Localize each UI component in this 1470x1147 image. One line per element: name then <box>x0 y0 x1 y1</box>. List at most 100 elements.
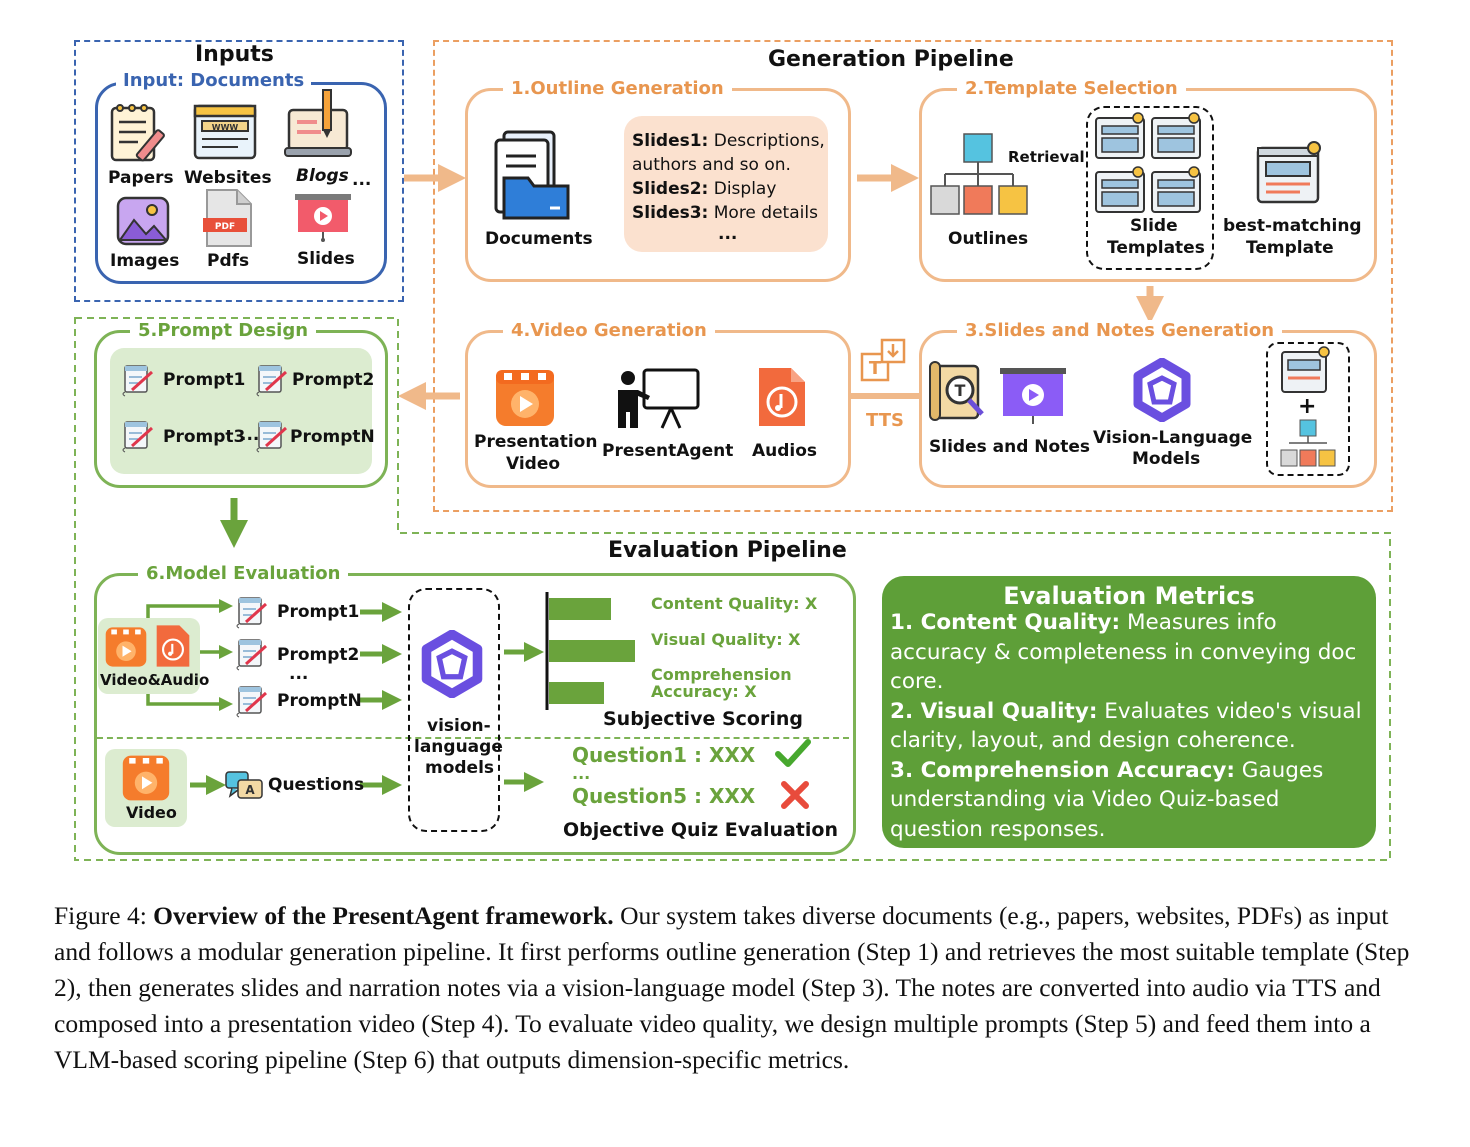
input-label-websites: Websites <box>184 168 272 188</box>
image-icon <box>116 196 170 246</box>
outline-slide-line-2: authors and so on. <box>632 155 791 175</box>
outline-dots: ... <box>718 224 738 244</box>
inputs-region <box>74 40 404 302</box>
outline-slide-line-1: Slides1: Descriptions, <box>632 131 825 151</box>
prompt-icon <box>236 596 268 630</box>
step6-label: 6.Model Evaluation <box>138 563 349 584</box>
audio-file-icon <box>759 368 805 426</box>
template-outline-input-group <box>1266 342 1350 476</box>
vlm-logo-icon <box>1133 358 1191 422</box>
slide-play-icon <box>1000 368 1066 424</box>
prompt-icon <box>256 420 288 454</box>
vlm-evaluator-group <box>408 588 500 832</box>
video-audio-label: Video&Audio <box>100 671 210 689</box>
step4-label: 4.Video Generation <box>503 320 715 341</box>
presentation-video-icon <box>496 370 554 426</box>
inputs-subtitle: Input: Documents <box>116 70 312 91</box>
slide-templates-label-2: Templates <box>1107 238 1205 258</box>
outline-tree-icon <box>930 133 1028 215</box>
tts-label: TTS <box>866 410 904 431</box>
metrics-title: Evaluation Metrics <box>1003 582 1255 610</box>
slides-and-notes-label: Slides and Notes <box>929 437 1090 457</box>
best-matching-label-1: best-matching <box>1223 216 1362 236</box>
svg-text:A: A <box>245 783 255 797</box>
documents-label: Documents <box>485 229 593 249</box>
outline-slides-card <box>624 116 828 252</box>
website-icon: WWW <box>193 104 257 160</box>
slides-notes-scroll-icon: T <box>929 361 984 421</box>
step1-label: 1.Outline Generation <box>503 78 732 99</box>
presentagent-label: PresentAgent <box>602 441 734 461</box>
eval-prompt-dots: ... <box>289 664 309 684</box>
input-label-images: Images <box>110 251 180 271</box>
vlm-eval-label-1: vision- <box>427 716 491 736</box>
prompt-design-item: Prompt3 <box>163 427 246 447</box>
prompt-design-card <box>110 348 372 474</box>
prompt-icon <box>122 420 154 454</box>
slide-template-icons <box>1095 112 1201 213</box>
subjective-scoring-title: Subjective Scoring <box>603 708 803 730</box>
prompt-icon <box>236 638 268 672</box>
input-template-icon <box>1281 346 1330 393</box>
eval-arrows <box>146 599 544 795</box>
score-bar <box>549 682 604 704</box>
video-icon <box>105 627 147 667</box>
objective-quiz-title: Objective Quiz Evaluation <box>563 819 838 841</box>
step2-label: 2.Template Selection <box>957 78 1186 99</box>
outlines-label: Outlines <box>948 229 1029 249</box>
audio-icon <box>156 625 190 667</box>
input-ellipsis: ... <box>352 170 372 190</box>
question5-result: Question5 : XXX <box>572 784 756 808</box>
svg-text:PDF: PDF <box>215 222 235 232</box>
svg-text:T: T <box>869 358 882 379</box>
eval-prompt-label: Prompt2 <box>277 645 360 665</box>
prompt-icon <box>122 364 154 398</box>
video-icon <box>122 755 170 801</box>
evaluation-title: Evaluation Pipeline <box>608 538 847 563</box>
metrics-body: 1. Content Quality: Measures info accura… <box>890 608 1376 844</box>
prompt-design-item: PromptN <box>290 427 375 447</box>
prompt-icon <box>256 364 288 398</box>
figure-caption: Figure 4: Overview of the PresentAgent f… <box>54 901 1410 1074</box>
plus-sign: + <box>1298 394 1317 419</box>
model-evaluation-panel <box>94 573 856 855</box>
step3-label: 3.Slides and Notes Generation <box>957 320 1283 341</box>
blog-icon <box>284 89 352 157</box>
check-icon <box>775 739 811 767</box>
best-template-icon <box>1256 141 1321 204</box>
metric-comprehension-accuracy: 3. Comprehension Accuracy: Gauges unders… <box>890 757 1324 842</box>
outline-slide-line-4: Slides3: More details <box>632 203 818 223</box>
prompt-design-item: Prompt1 <box>163 370 246 390</box>
prompt-design-item: Prompt2 <box>292 370 375 390</box>
svg-text:WWW: WWW <box>212 123 239 132</box>
generation-title: Generation Pipeline <box>768 47 1014 72</box>
slides-icon <box>295 194 351 242</box>
vlm-logo-icon <box>421 630 483 698</box>
video-label: Video <box>126 803 177 822</box>
audios-label: Audios <box>752 441 818 461</box>
subjective-score-bars <box>545 592 635 710</box>
input-label-papers: Papers <box>108 168 174 188</box>
generation-region <box>433 40 1393 512</box>
metric-content-quality: 1. Content Quality: Measures info accura… <box>890 610 1357 694</box>
best-matching-label-2: Template <box>1246 238 1334 258</box>
vlm-label-1: Vision-Language <box>1093 428 1253 448</box>
evaluation-metrics-panel: Evaluation Metrics 1. Content Quality: M… <box>882 576 1376 848</box>
vlm-label-2: Models <box>1132 449 1201 469</box>
questions-label: Questions <box>268 775 365 795</box>
evaluation-region <box>74 317 1391 861</box>
slide-templates-label-1: Slide <box>1130 216 1178 236</box>
vlm-eval-label-3: models <box>425 758 495 778</box>
eval-prompt-label: PromptN <box>277 691 362 711</box>
step5-label: 5.Prompt Design <box>130 320 317 341</box>
paper-icon <box>110 104 165 162</box>
score-label-comprehension-1: Comprehension <box>651 665 792 684</box>
questions-chat-icon: A <box>225 771 263 799</box>
slide-templates-group <box>1086 106 1214 270</box>
eval-divider <box>97 737 849 739</box>
question1-result: Question1 : XXX <box>572 743 756 767</box>
score-label-visual: Visual Quality: X <box>651 630 801 649</box>
pdf-icon: PDF <box>203 189 252 247</box>
prompt-icon <box>236 685 268 719</box>
input-label-blogs: Blogs <box>296 166 349 186</box>
